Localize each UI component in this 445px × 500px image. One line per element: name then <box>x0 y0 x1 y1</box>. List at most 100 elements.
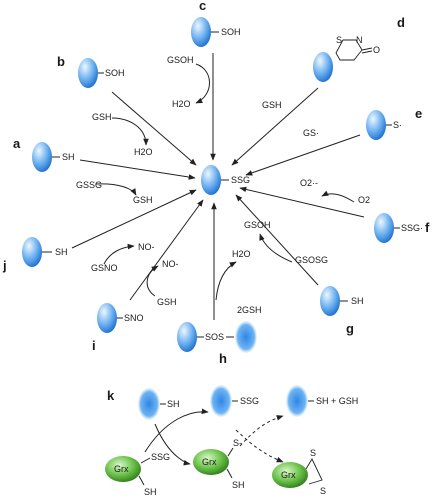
protein-group-j: SH <box>55 247 68 257</box>
panel-a: a SH GSSG GSH <box>13 136 196 205</box>
protein-shape <box>201 165 221 195</box>
k-arrow-protein <box>144 408 209 453</box>
protein-shape <box>286 385 308 417</box>
k-dashed-arrow-down <box>235 429 284 463</box>
main-arrow-b <box>111 91 197 166</box>
side-arrow-a <box>95 183 137 196</box>
reagent-d: GSH <box>262 100 282 110</box>
k-protein-sh-gsh: SH + GSH <box>316 396 358 406</box>
k-dashed-arrow-up <box>239 415 284 447</box>
central-label: SSG <box>231 175 250 185</box>
panel-d: d S N O GSH <box>231 15 405 166</box>
fading-protein-shape <box>235 321 257 353</box>
disulfide-bond <box>305 458 323 485</box>
protein-shape <box>22 237 42 267</box>
protein-group-f: SSG· <box>401 223 423 233</box>
panel-letter-a: a <box>13 136 21 151</box>
protein-shape <box>191 17 211 47</box>
side-arrow-i <box>146 265 159 297</box>
grx-shape <box>105 456 141 482</box>
k-grx-3: Grx <box>281 470 296 480</box>
reagent-h: 2GSH <box>237 305 262 315</box>
grx-shape <box>193 449 229 475</box>
protein-shape <box>97 303 117 333</box>
protein-group-a: SH <box>62 152 75 162</box>
panel-k: k SH SSG SH + GSH Grx SSG SH Grx S- SH G… <box>105 385 358 497</box>
protein-group-e: S· <box>393 120 402 130</box>
product-h: H2O <box>232 249 251 259</box>
k-grx-1: Grx <box>114 464 129 474</box>
product-g: GSOH <box>244 220 271 230</box>
panel-letter-f: f <box>425 220 430 235</box>
product-a: GSH <box>133 195 153 205</box>
side-arrow-c <box>195 63 210 104</box>
ring-o-atom: O <box>373 45 380 55</box>
protein-shape <box>177 322 197 352</box>
k-grx-s-minus: S- <box>233 438 242 448</box>
k-grx-s2: S <box>320 486 326 496</box>
product-f: O2·- <box>300 178 318 188</box>
panel-h: h SOS 2GSH H2O <box>177 202 262 366</box>
protein-group-i: SNO <box>124 313 144 323</box>
panel-letter-g: g <box>346 321 354 336</box>
main-arrow-a <box>79 159 196 180</box>
reagent-j: GSNO <box>91 263 118 273</box>
panel-e: e S· GS· <box>245 106 422 176</box>
protein-group-c: SOH <box>221 27 241 37</box>
panel-j: j SH GSNO NO- <box>2 189 197 273</box>
panel-letter-j: j <box>2 258 7 273</box>
protein-group-h: SOS <box>205 332 224 342</box>
central-product: SSG <box>201 165 250 195</box>
reagent-c: GSOH <box>167 55 194 65</box>
panel-i: i SNO GSH NO- <box>92 199 204 353</box>
product-b: H2O <box>134 147 153 157</box>
panel-letter-k: k <box>107 388 115 403</box>
main-arrow-i <box>129 199 204 301</box>
panel-c: c SOH GSOH H2O <box>167 0 241 161</box>
protein-shape <box>210 385 232 417</box>
k-arrow-grx <box>154 423 191 466</box>
side-arrow-g <box>259 233 293 263</box>
side-arrow-b <box>111 117 149 146</box>
reagent-g: GSOSG <box>295 255 328 265</box>
panel-f: f SSG· O2 O2·- <box>239 178 430 243</box>
panel-letter-c: c <box>199 0 206 13</box>
protein-shape <box>366 110 386 140</box>
k-protein-sh: SH <box>167 399 180 409</box>
reagent-a: GSSG <box>76 180 102 190</box>
main-arrow-f <box>239 186 365 218</box>
side-arrow-f <box>321 190 355 203</box>
side-arrow-j <box>103 243 135 265</box>
grx-shape <box>272 462 308 488</box>
panel-letter-d: d <box>397 15 405 30</box>
main-arrow-d <box>231 87 319 166</box>
reagent-f: O2 <box>358 195 370 205</box>
panel-b: b SOH GSH H2O <box>57 54 197 166</box>
k-grx-sh-2: SH <box>232 480 245 490</box>
panel-letter-b: b <box>57 54 65 69</box>
protein-group-b: SOH <box>105 68 125 78</box>
panel-g: g SH GSOSG GSOH <box>235 194 364 336</box>
product-c: H2O <box>172 99 191 109</box>
protein-shape <box>320 286 340 316</box>
protein-shape <box>374 213 394 243</box>
reagent-b: GSH <box>92 112 112 122</box>
protein-shape <box>78 58 98 88</box>
reagent-i: GSH <box>157 297 177 307</box>
protein-shape <box>32 142 52 172</box>
protein-shape <box>138 388 160 420</box>
ring-s-atom: S <box>336 35 342 45</box>
panel-letter-i: i <box>92 338 96 353</box>
k-grx-2: Grx <box>202 457 217 467</box>
ring-n-atom: N <box>356 35 363 45</box>
product-i: NO- <box>162 259 179 269</box>
k-protein-ssg: SSG <box>240 396 259 406</box>
panel-letter-e: e <box>415 106 422 121</box>
reagent-e: GS· <box>303 128 319 138</box>
main-arrow-j <box>71 189 197 249</box>
side-arrow-h <box>215 261 237 301</box>
protein-shape <box>313 52 333 82</box>
product-j: NO- <box>138 242 155 252</box>
